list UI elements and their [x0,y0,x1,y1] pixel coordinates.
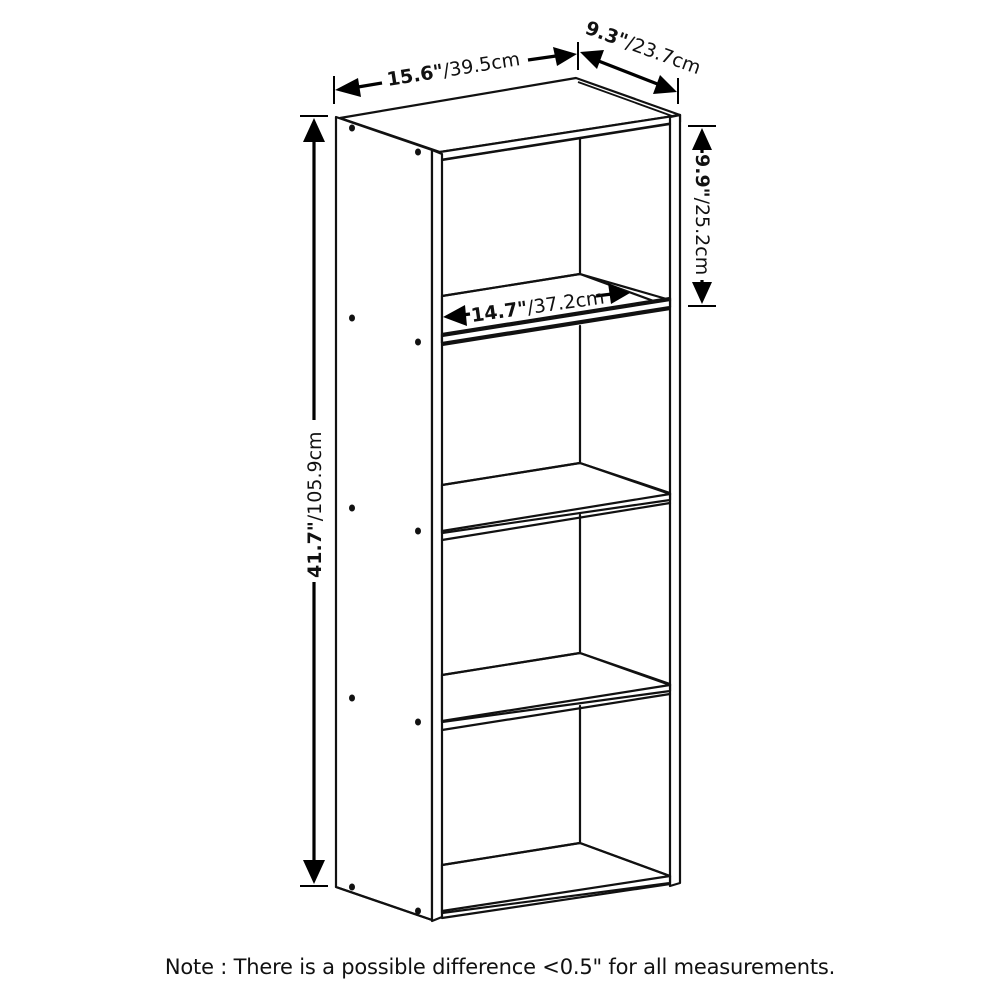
shelf-3 [440,651,672,732]
right-side-front-edge [668,113,682,888]
left-side-panel [334,115,434,922]
overall-width-label: 15.6"/39.5cm [385,48,521,91]
bookcase-drawing [334,76,682,923]
bottom-shelf [440,841,672,920]
left-side-front-edge [430,148,444,923]
shelf-spacing-label: 9.9"/25.2cm [691,154,713,275]
depth-label: 9.3"/23.7cm [582,17,703,79]
screw-holes [349,124,421,915]
inner-top-edge [440,122,672,162]
shelf-2 [440,461,672,542]
measurement-note: Note : There is a possible difference <0… [164,955,836,979]
inner-width-label: 14.7"/37.2cm [470,286,606,326]
lid-right-lip [577,81,673,117]
dimension-overall-height: 41.7"/105.9cm [300,115,328,887]
dimension-shelf-spacing: 9.9"/25.2cm [688,125,716,307]
overall-height-label: 41.7"/105.9cm [304,431,326,578]
left-panel-bottom-edge [334,885,434,922]
dimension-inner-width: 14.7"/37.2cm [443,283,630,327]
